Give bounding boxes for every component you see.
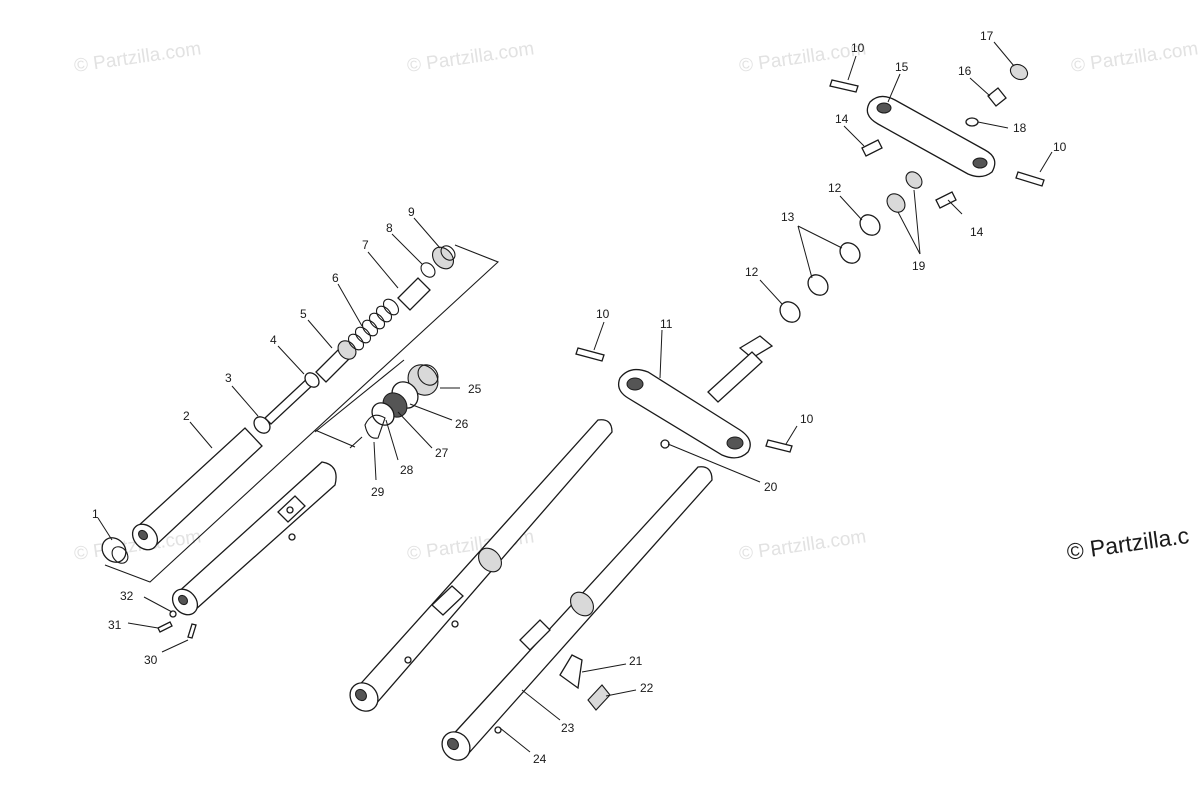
bolt-part-14-a (861, 139, 883, 157)
callout-14-upper: 14 (835, 112, 849, 126)
callout-5: 5 (300, 307, 307, 321)
left-slider (157, 461, 337, 639)
spacer-part-7 (397, 277, 431, 311)
watermark: © Partzilla.com (406, 38, 536, 77)
seal-part-19-a (886, 193, 906, 213)
callout-13: 13 (781, 210, 795, 224)
center-fork-leg (349, 419, 613, 712)
screw-part-31 (157, 621, 173, 633)
bolt-part-10-right (765, 439, 793, 453)
spring-part-6 (347, 298, 400, 351)
nut-part-20 (660, 439, 670, 449)
callout-12-upper: 12 (828, 181, 842, 195)
callout-16: 16 (958, 64, 972, 78)
callout-23: 23 (561, 721, 575, 735)
seal-kit (314, 359, 439, 449)
guard-part-21 (559, 654, 583, 690)
callout-20: 20 (764, 480, 778, 494)
damper-tube-part-2 (131, 427, 263, 551)
bearing-part-12-upper (859, 214, 881, 236)
callout-12-lower: 12 (745, 265, 759, 279)
callout-21: 21 (629, 654, 643, 668)
callout-24: 24 (533, 752, 547, 766)
callout-18: 18 (1013, 121, 1027, 135)
watermark: © Partzilla.com (73, 38, 203, 77)
callout-4: 4 (270, 333, 277, 347)
bushing-part-1 (101, 537, 129, 564)
callout-28: 28 (400, 463, 414, 477)
assembly-outline (104, 244, 500, 583)
bolt-part-16 (987, 87, 1007, 107)
callout-31: 31 (108, 618, 122, 632)
bolt-part-10-left (575, 347, 605, 362)
washer-part-18 (965, 117, 979, 127)
callout-3: 3 (225, 371, 232, 385)
clip-part-29 (364, 414, 386, 439)
bushing-part-28 (371, 402, 395, 426)
callout-6: 6 (332, 271, 339, 285)
callout-8: 8 (386, 221, 393, 235)
callout-10-lower-left: 10 (596, 307, 610, 321)
callout-10-top: 10 (851, 41, 865, 55)
callout-10-lower-right: 10 (800, 412, 814, 426)
o-ring-part-8 (420, 262, 436, 278)
bolt-part-14-b (935, 191, 957, 209)
watermark: © Partzilla.com (1070, 38, 1200, 77)
steering-bearings (779, 171, 923, 323)
upper-triple-clamp (829, 63, 1045, 209)
bolt-part-10-top (829, 79, 859, 93)
assembly-outline-2 (314, 429, 356, 448)
callout-29: 29 (371, 485, 385, 499)
callout-17: 17 (980, 29, 994, 43)
fork-inner-assembly (101, 244, 500, 583)
watermark: © Partzilla.com (738, 526, 868, 565)
callout-10-side: 10 (1053, 140, 1067, 154)
screw-part-30 (187, 623, 197, 639)
leader-lines (97, 41, 1053, 753)
callout-25: 25 (468, 382, 482, 396)
seal-part-19-b (905, 171, 923, 189)
callout-7: 7 (362, 238, 369, 252)
callout-32: 32 (120, 589, 134, 603)
callout-19: 19 (912, 259, 926, 273)
watermarks: © Partzilla.com © Partzilla.com © Partzi… (73, 38, 1200, 565)
callout-15: 15 (895, 60, 909, 74)
watermark: © Partzilla.com (738, 38, 868, 77)
callout-14-lower: 14 (970, 225, 984, 239)
bearing-part-12-lower (779, 301, 801, 323)
callout-11: 11 (660, 317, 673, 331)
callout-27: 27 (435, 446, 449, 460)
nut-part-17 (1009, 63, 1029, 81)
callout-9: 9 (408, 205, 415, 219)
callout-30: 30 (144, 653, 158, 667)
watermark-edge: © Partzilla.c (1065, 522, 1190, 565)
cap-part-9 (431, 245, 456, 270)
steering-stem (707, 351, 763, 403)
lower-triple-clamp (575, 335, 793, 459)
race-part-13-lower (807, 274, 829, 296)
washer-part-32 (169, 610, 177, 618)
callout-26: 26 (455, 417, 469, 431)
callout-labels: 1 2 3 4 5 6 7 8 9 10 10 10 10 11 12 12 1… (92, 29, 1067, 766)
callout-1: 1 (92, 507, 99, 521)
callout-2: 2 (183, 409, 190, 423)
decal-part-22 (587, 684, 611, 711)
callout-22: 22 (640, 681, 654, 695)
bolt-part-10-side (1015, 171, 1045, 187)
race-part-13-upper (839, 242, 861, 264)
